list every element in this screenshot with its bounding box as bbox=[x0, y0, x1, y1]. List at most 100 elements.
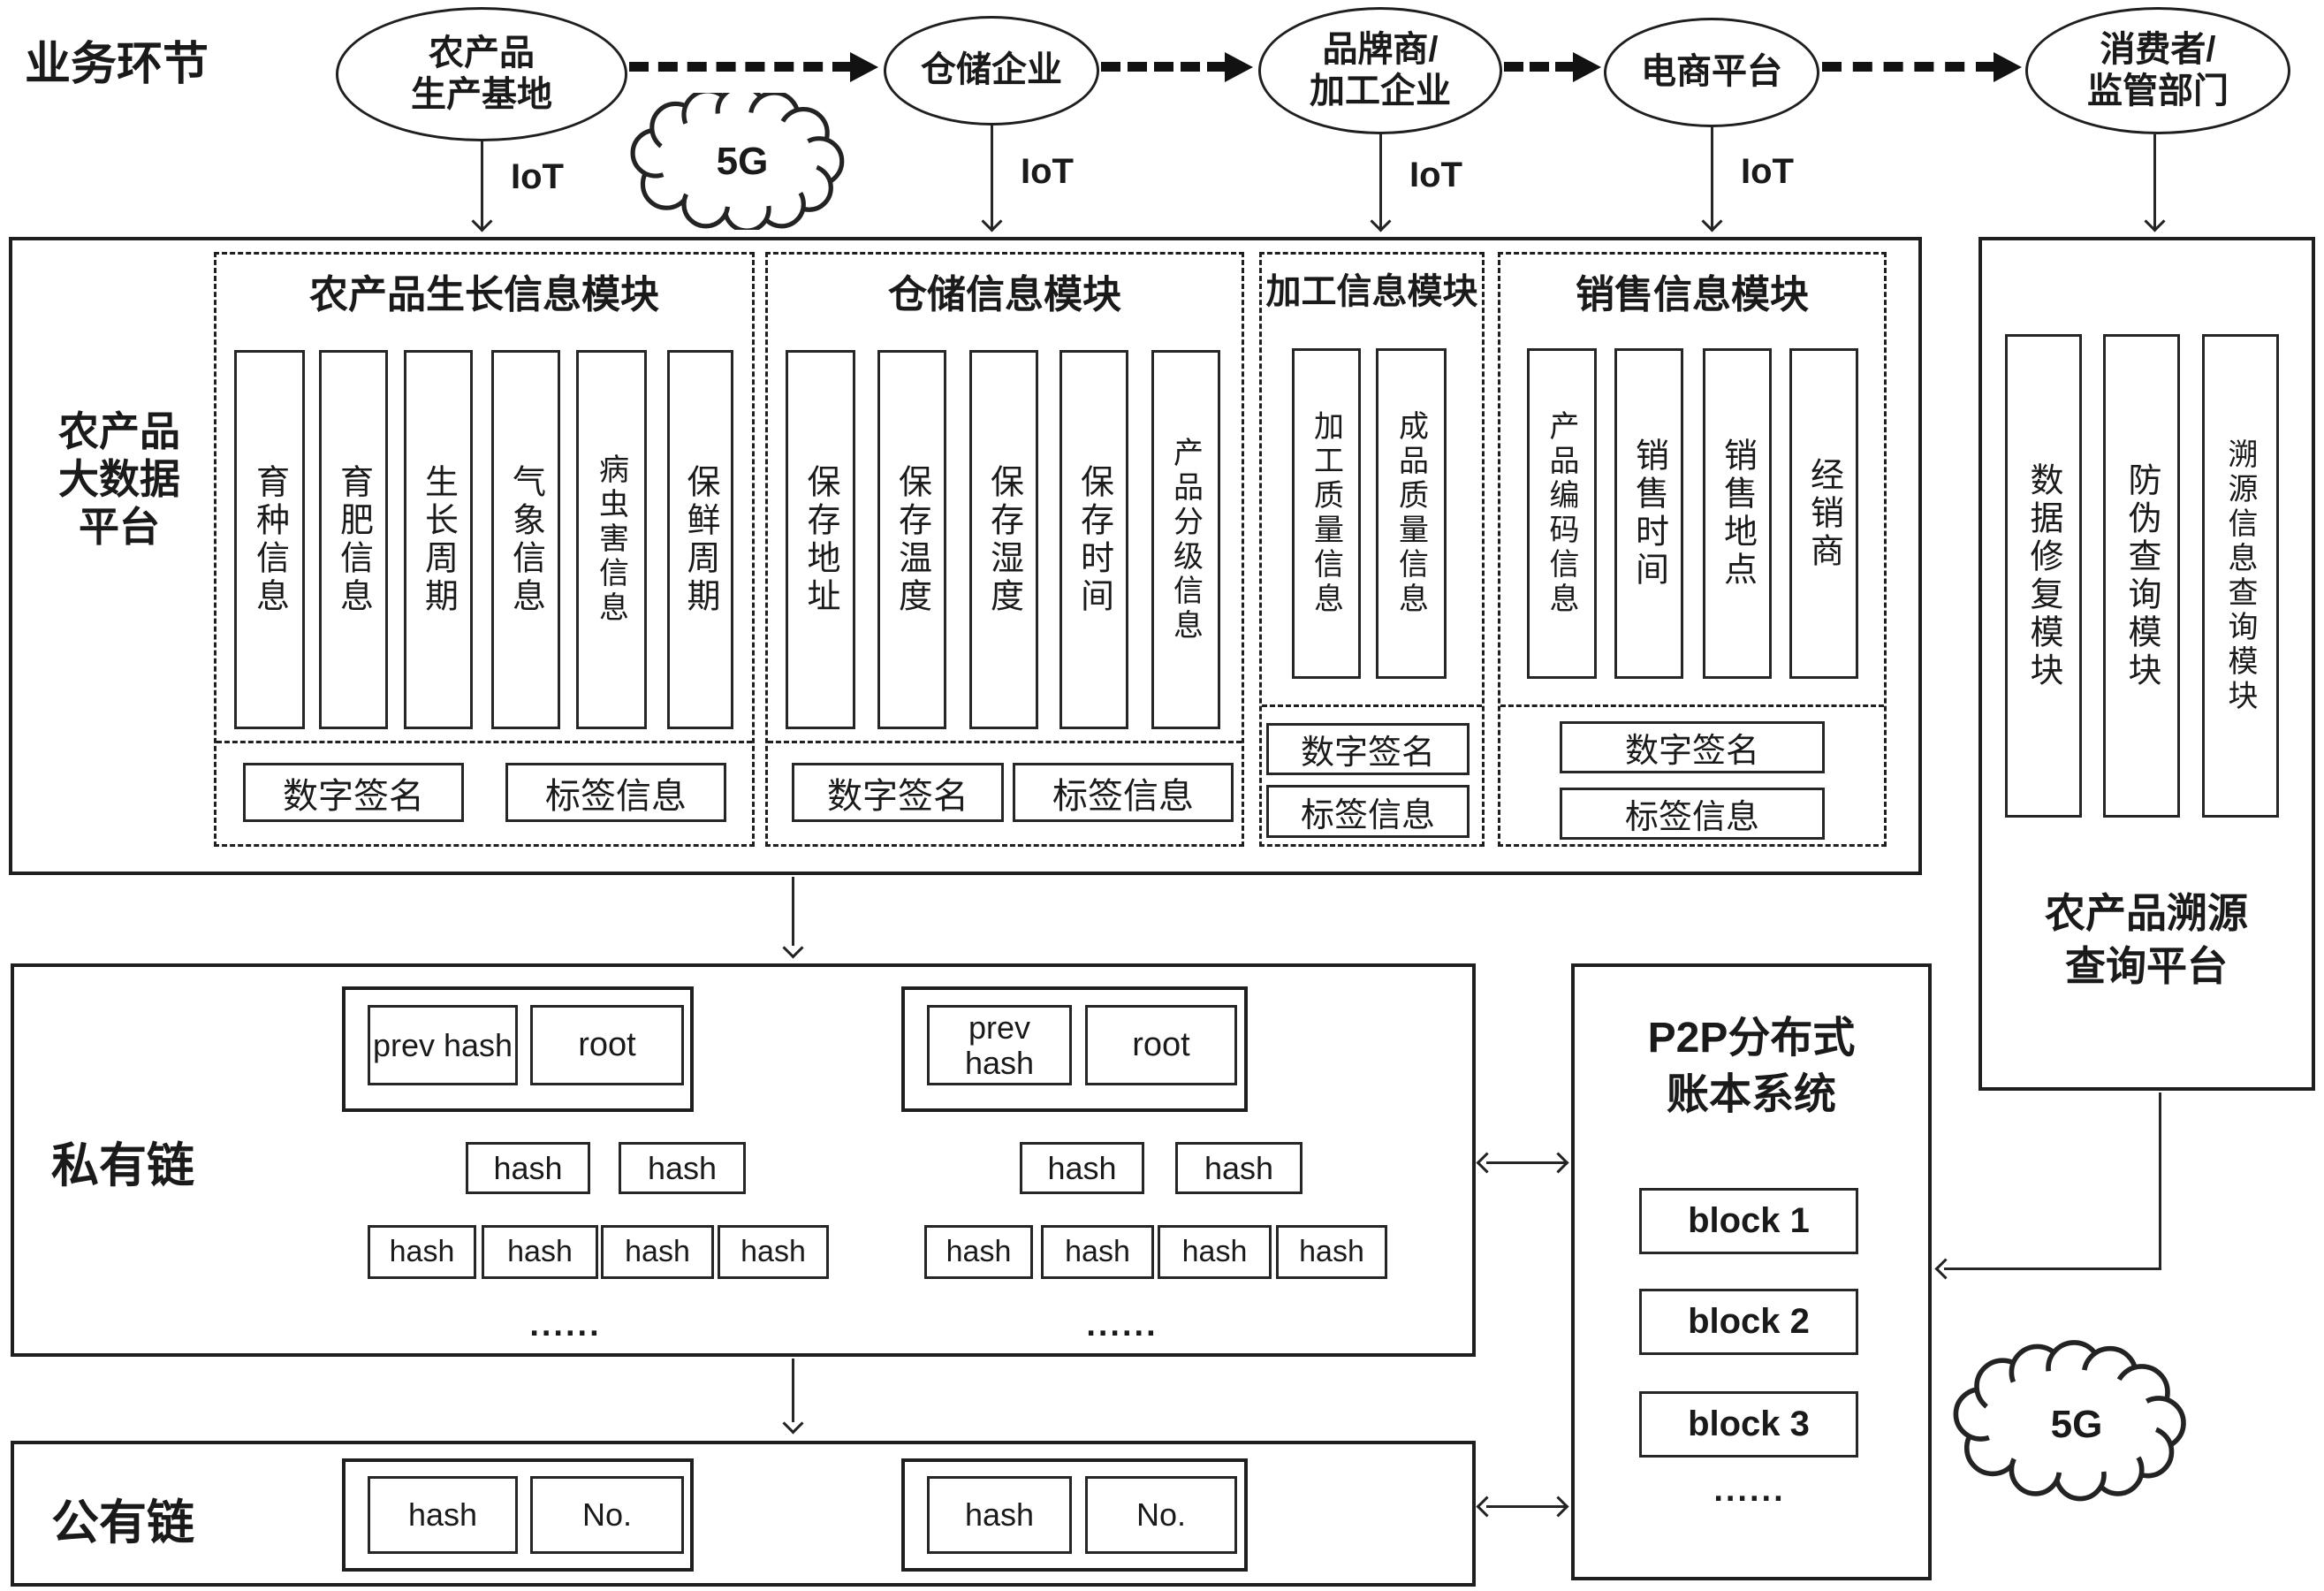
public-p2p-arrowhead-left bbox=[1476, 1496, 1498, 1518]
module-storage-column: 保存温度 bbox=[877, 350, 946, 729]
column-label: 生长周期 bbox=[419, 463, 457, 616]
module-processing-separator bbox=[1262, 704, 1482, 707]
flow-arrow-line bbox=[629, 62, 852, 72]
cloud-5g-icon bbox=[1953, 1340, 2186, 1502]
iot-label: IoT bbox=[511, 157, 564, 196]
module-storage-box bbox=[765, 252, 1244, 847]
module-sales-title: 销售信息模块 bbox=[1576, 273, 1809, 316]
public-p2p-arrowhead-right bbox=[1547, 1496, 1569, 1518]
module-storage-column: 保存湿度 bbox=[969, 350, 1038, 729]
block-number-box: No. bbox=[530, 1476, 684, 1554]
module-processing-column: 加工质量信息 bbox=[1292, 348, 1361, 679]
ellipsis: ...... bbox=[1086, 1306, 1158, 1344]
platform-to-private-arrowhead bbox=[782, 937, 804, 959]
module-sales-column: 销售时间 bbox=[1614, 348, 1683, 679]
private-to-public-arrowhead bbox=[782, 1412, 804, 1435]
query-to-p2p-arrowhead bbox=[1934, 1258, 1956, 1280]
module-growth-title: 农产品生长信息模块 bbox=[309, 273, 659, 316]
column-label: 成品质量信息 bbox=[1394, 410, 1428, 617]
ellipsis: ...... bbox=[1713, 1471, 1786, 1509]
query-to-p2p-line-horizontal bbox=[1944, 1267, 2161, 1270]
iot-arrowhead bbox=[981, 210, 1003, 232]
hash-leaf: hash bbox=[1276, 1225, 1387, 1279]
hash-leaf: hash bbox=[924, 1225, 1033, 1279]
module-growth-column: 气象信息 bbox=[491, 350, 560, 729]
consumer-query-arrowhead bbox=[2144, 210, 2166, 232]
root-box: root bbox=[1085, 1005, 1237, 1085]
iot-arrow-line bbox=[991, 126, 993, 230]
query-module-trace-info: 溯源信息查询模块 bbox=[2202, 334, 2279, 818]
iot-arrowhead bbox=[1370, 210, 1392, 232]
column-label: 加工质量信息 bbox=[1309, 410, 1343, 617]
cloud-5g-icon bbox=[630, 93, 845, 230]
iot-label: IoT bbox=[1021, 152, 1074, 191]
query-platform-label-line2: 查询平台 bbox=[2065, 943, 2228, 989]
module-storage-column: 保存时间 bbox=[1059, 350, 1128, 729]
public-p2p-link-line bbox=[1486, 1505, 1566, 1508]
p2p-block-3: block 3 bbox=[1639, 1391, 1858, 1458]
column-label: 保存温度 bbox=[892, 463, 930, 616]
p2p-ledger-box bbox=[1571, 963, 1932, 1580]
p2p-block-2: block 2 bbox=[1639, 1289, 1858, 1355]
iot-arrow-line bbox=[481, 141, 483, 230]
iot-label: IoT bbox=[1409, 156, 1462, 194]
iot-label: IoT bbox=[1741, 152, 1794, 191]
prev-hash-box: prev hash bbox=[368, 1005, 518, 1085]
node-label-line1: 电商平台 bbox=[1641, 52, 1782, 92]
flow-arrowhead bbox=[1994, 52, 2022, 82]
column-label: 产品编码信息 bbox=[1545, 410, 1578, 617]
private-p2p-link-line bbox=[1486, 1161, 1566, 1164]
column-label: 病虫害信息 bbox=[594, 453, 628, 626]
node-label-line2: 监管部门 bbox=[2087, 72, 2229, 110]
node-label-line2: 生产基地 bbox=[411, 75, 552, 114]
ellipsis: ...... bbox=[529, 1306, 602, 1344]
tag-info-box: 标签信息 bbox=[505, 763, 726, 822]
node-production-base: 农产品 生产基地 bbox=[336, 7, 627, 141]
hash-leaf: hash bbox=[601, 1225, 714, 1279]
signature-box: 数字签名 bbox=[243, 763, 464, 822]
column-label: 销售地点 bbox=[1718, 438, 1756, 590]
flow-arrow-line bbox=[1101, 62, 1227, 72]
query-platform-label-line1: 农产品溯源 bbox=[2045, 890, 2248, 936]
prev-hash-box: prev hash bbox=[927, 1005, 1072, 1085]
column-label: 保存地址 bbox=[801, 463, 839, 616]
node-label-line1: 农产品 bbox=[429, 33, 535, 72]
tag-info-box: 标签信息 bbox=[1560, 788, 1825, 840]
iot-arrow-line bbox=[1711, 127, 1713, 230]
node-label-line1: 消费者/ bbox=[2100, 29, 2216, 69]
module-growth-column: 病虫害信息 bbox=[576, 350, 647, 729]
module-growth-separator bbox=[216, 741, 752, 743]
module-storage-column: 保存地址 bbox=[786, 350, 855, 729]
node-label-line1: 仓储企业 bbox=[921, 50, 1062, 90]
module-processing-title: 加工信息模块 bbox=[1265, 272, 1478, 311]
hash-box: hash bbox=[927, 1476, 1072, 1554]
platform-label-line1: 农产品 bbox=[58, 408, 180, 454]
platform-label-line2: 大数据 bbox=[58, 456, 180, 502]
column-label: 产品分级信息 bbox=[1168, 436, 1203, 643]
private-chain-label: 私有链 bbox=[51, 1139, 194, 1192]
column-label: 数据修复模块 bbox=[2024, 461, 2062, 690]
column-label: 保存时间 bbox=[1075, 463, 1113, 616]
p2p-block-1: block 1 bbox=[1639, 1188, 1858, 1254]
module-sales-box bbox=[1498, 252, 1887, 847]
module-processing-column: 成品质量信息 bbox=[1376, 348, 1447, 679]
module-growth-box bbox=[214, 252, 755, 847]
query-module-data-repair: 数据修复模块 bbox=[2005, 334, 2082, 818]
node-label-line2: 加工企业 bbox=[1310, 72, 1451, 110]
flow-arrowhead bbox=[850, 52, 878, 82]
node-ecommerce-platform: 电商平台 bbox=[1604, 18, 1819, 127]
private-to-public-arrow-line bbox=[792, 1359, 794, 1422]
hash-node: hash bbox=[466, 1142, 590, 1194]
module-growth-column: 生长周期 bbox=[404, 350, 473, 729]
block-number-box: No. bbox=[1085, 1476, 1237, 1554]
module-sales-column: 经销商 bbox=[1789, 348, 1858, 679]
platform-to-private-arrow-line bbox=[792, 877, 794, 946]
consumer-query-arrow-line bbox=[2153, 134, 2156, 230]
module-storage-column: 产品分级信息 bbox=[1151, 350, 1220, 729]
column-label: 气象信息 bbox=[506, 463, 544, 616]
root-box: root bbox=[530, 1005, 684, 1085]
iot-arrow-line bbox=[1379, 134, 1382, 230]
node-brand-processing-enterprise: 品牌商/ 加工企业 bbox=[1258, 7, 1502, 134]
tag-info-box: 标签信息 bbox=[1013, 763, 1234, 822]
